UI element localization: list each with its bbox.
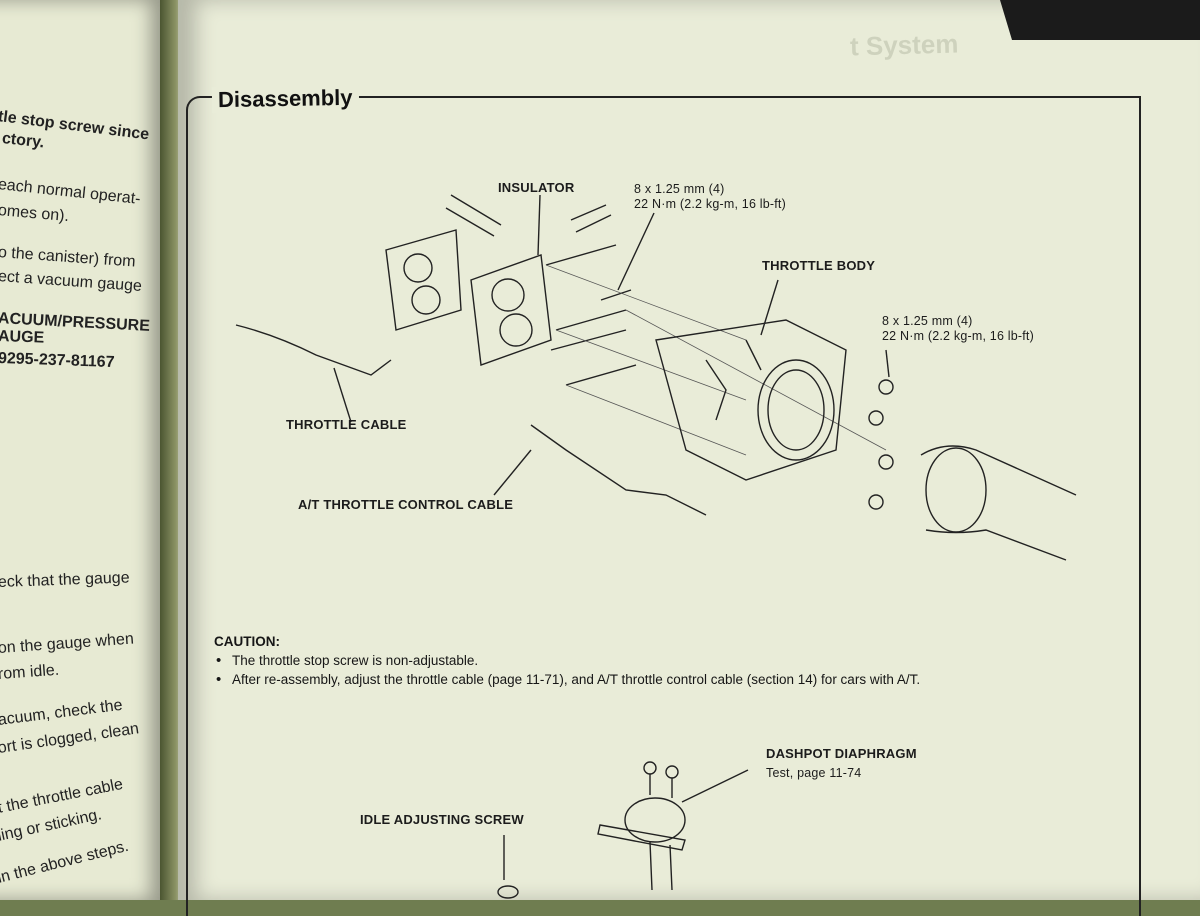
left-page: tle stop screw since ctory. each normal … (0, 0, 165, 900)
left-page-line: ctory. (1, 130, 46, 152)
throttle-bore (757, 359, 835, 461)
leader-dashpot (681, 769, 749, 803)
leader-insulator (537, 194, 541, 256)
caution-item: The throttle stop screw is non-adjustabl… (214, 651, 1134, 670)
screw-shafts (649, 774, 673, 798)
label-bolt-spec-1-torque: 22 N·m (2.2 kg-m, 16 lb-ft) (634, 197, 786, 211)
left-page-line: ect a vacuum gauge (0, 268, 143, 296)
label-throttle-body: THROTTLE BODY (762, 258, 876, 273)
leader-at-cable (493, 449, 532, 496)
section-tab-marker (1000, 0, 1200, 40)
dashpot-body (624, 797, 686, 843)
leader-throttle-cable (333, 367, 352, 423)
diagram-artwork (235, 194, 1077, 561)
leader-throttle-body (760, 279, 779, 336)
dashpot-bracket (597, 824, 686, 851)
idle-screw-head (497, 885, 519, 899)
alignment-lines (545, 264, 887, 456)
left-page-line: t the throttle cable (0, 775, 125, 817)
throttle-body-detail (705, 339, 762, 421)
left-page-line: AUGE (0, 328, 45, 347)
left-page-line: on the gauge when (0, 630, 135, 657)
label-idle-adjusting-screw: IDLE ADJUSTING SCREW (360, 812, 524, 827)
throttle-body-exploded-diagram (235, 194, 1077, 561)
insulator-shape (470, 254, 552, 366)
screw-head-right (665, 765, 679, 779)
throttle-body-shape (655, 319, 847, 481)
nut-3 (878, 454, 894, 470)
label-bolt-spec-1-size: 8 x 1.25 mm (4) (634, 182, 725, 196)
right-page (178, 0, 1200, 900)
duct-clamp (925, 447, 987, 533)
leader-bolt-spec-1 (617, 212, 655, 291)
caution-item: After re-assembly, adjust the throttle c… (214, 670, 1134, 689)
caution-block: CAUTION: The throttle stop screw is non-… (214, 632, 1134, 689)
leader-bolt-spec-2 (885, 349, 890, 378)
insulator-port-lower (499, 313, 533, 347)
gasket-port-lower (411, 285, 441, 315)
gasket-shape (385, 229, 462, 331)
label-at-throttle-control-cable: A/T THROTTLE CONTROL CABLE (298, 497, 514, 512)
section-frame (186, 96, 1141, 916)
gasket-port-upper (403, 253, 433, 283)
hose-upper (445, 194, 502, 237)
throttle-cable-art (235, 324, 392, 376)
caution-heading: CAUTION: (214, 634, 280, 649)
page-header-title: t System (849, 28, 959, 62)
section-title: Disassembly (211, 84, 359, 114)
label-bolt-spec-2-torque: 22 N·m (2.2 kg-m, 16 lb-ft) (882, 329, 1034, 343)
screw-head-left (643, 761, 657, 775)
throttle-bore-inner (767, 369, 825, 451)
dashpot-rod (649, 841, 673, 891)
hose-right (570, 204, 612, 233)
label-dashpot-diaphragm: DASHPOT DIAPHRAGM (766, 746, 917, 761)
left-page-line: omes on). (0, 202, 70, 226)
label-dashpot-test: Test, page 11-74 (766, 766, 862, 780)
left-page-line: eck that the gauge (0, 569, 130, 591)
dashpot-diaphragm-diagram (497, 761, 749, 899)
left-page-line: 9295-237-81167 (0, 350, 115, 372)
label-throttle-cable: THROTTLE CABLE (286, 417, 407, 432)
nut-2 (868, 410, 884, 426)
bolt-lines (545, 244, 637, 386)
insulator-port-upper (491, 278, 525, 312)
left-page-line: rom idle. (0, 661, 60, 683)
at-cable-art (530, 424, 707, 516)
nut-4 (868, 494, 884, 510)
intake-duct (920, 445, 1077, 561)
left-page-line: in the above steps. (0, 837, 131, 887)
dashpot-artwork (497, 761, 749, 899)
nut-1 (878, 379, 894, 395)
left-page-line: o the canister) from (0, 244, 137, 271)
label-bolt-spec-2-size: 8 x 1.25 mm (4) (882, 314, 973, 328)
label-insulator: INSULATOR (498, 180, 575, 195)
